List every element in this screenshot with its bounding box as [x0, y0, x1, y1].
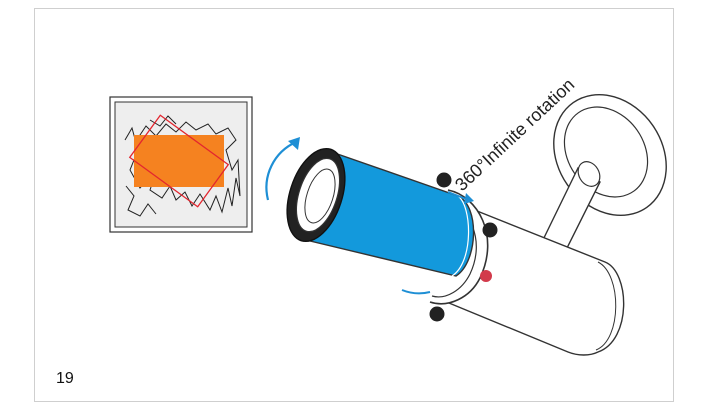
collar-tab-top — [436, 172, 452, 188]
gobo-projection — [134, 135, 224, 187]
collar-tab-right — [482, 222, 498, 238]
rotation-arrow-icon — [265, 137, 300, 201]
gobo-outline-rotated — [128, 114, 230, 208]
collar-tab-bottom — [429, 306, 445, 322]
lens-tube — [286, 147, 475, 277]
rotation-arrow-icon — [401, 191, 474, 295]
lens-glass — [304, 168, 336, 224]
page-number: 19 — [56, 370, 74, 387]
projection-panel — [109, 96, 253, 233]
indicator-dot — [480, 270, 492, 282]
